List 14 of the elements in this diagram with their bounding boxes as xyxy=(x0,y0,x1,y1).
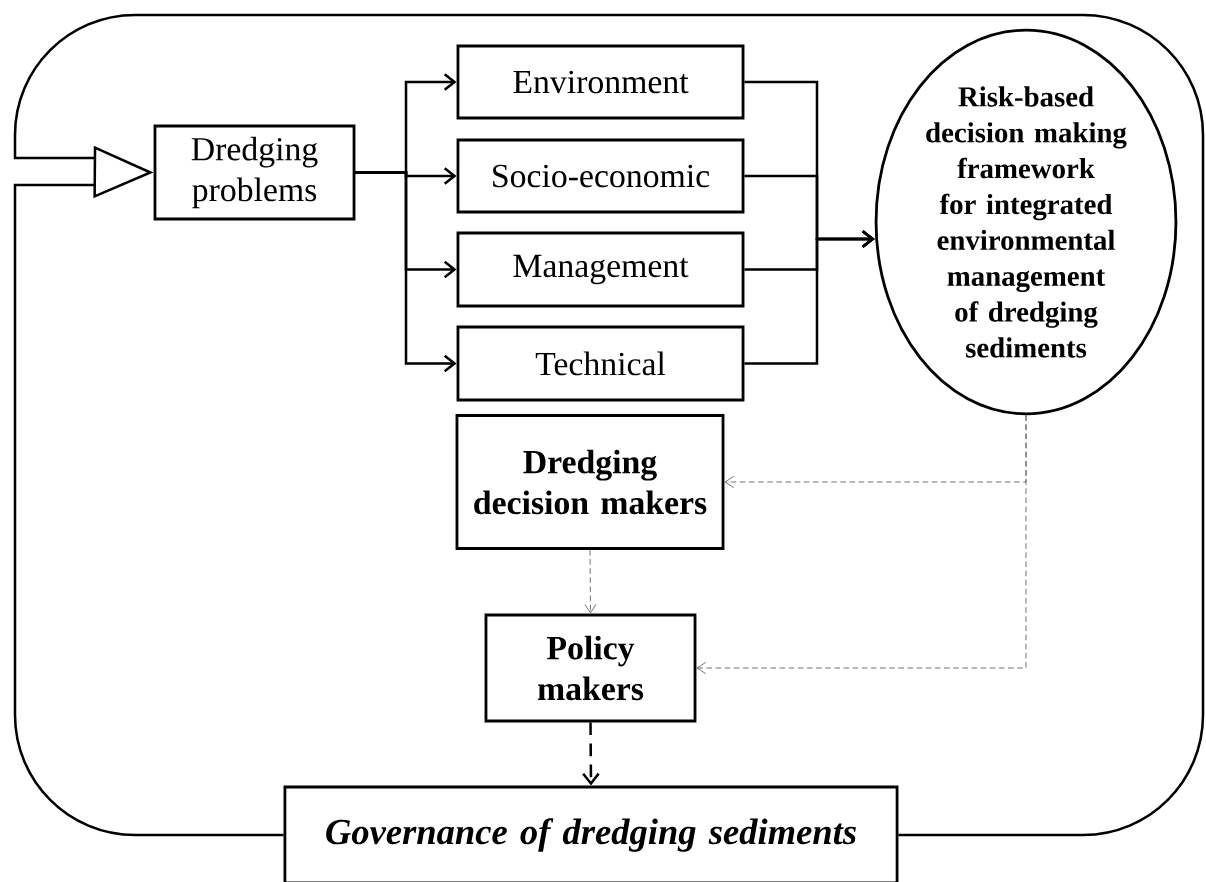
arrow xyxy=(696,414,1027,675)
arrow xyxy=(355,171,457,373)
block-arrow xyxy=(13,13,1205,837)
arrow xyxy=(584,549,597,614)
process-box: Environment xyxy=(456,44,745,120)
arrow xyxy=(582,722,600,786)
process-box: Dredging decision makers xyxy=(455,414,725,550)
process-box: Dredging problems xyxy=(153,124,356,221)
arrow xyxy=(744,230,875,365)
process-box: Policy makers xyxy=(484,613,697,723)
process-box: Management xyxy=(456,231,745,308)
process-box: Technical xyxy=(456,325,745,402)
process-box: Governance of dredging sediments xyxy=(283,785,899,882)
process-box: Socio-economic xyxy=(456,138,745,214)
